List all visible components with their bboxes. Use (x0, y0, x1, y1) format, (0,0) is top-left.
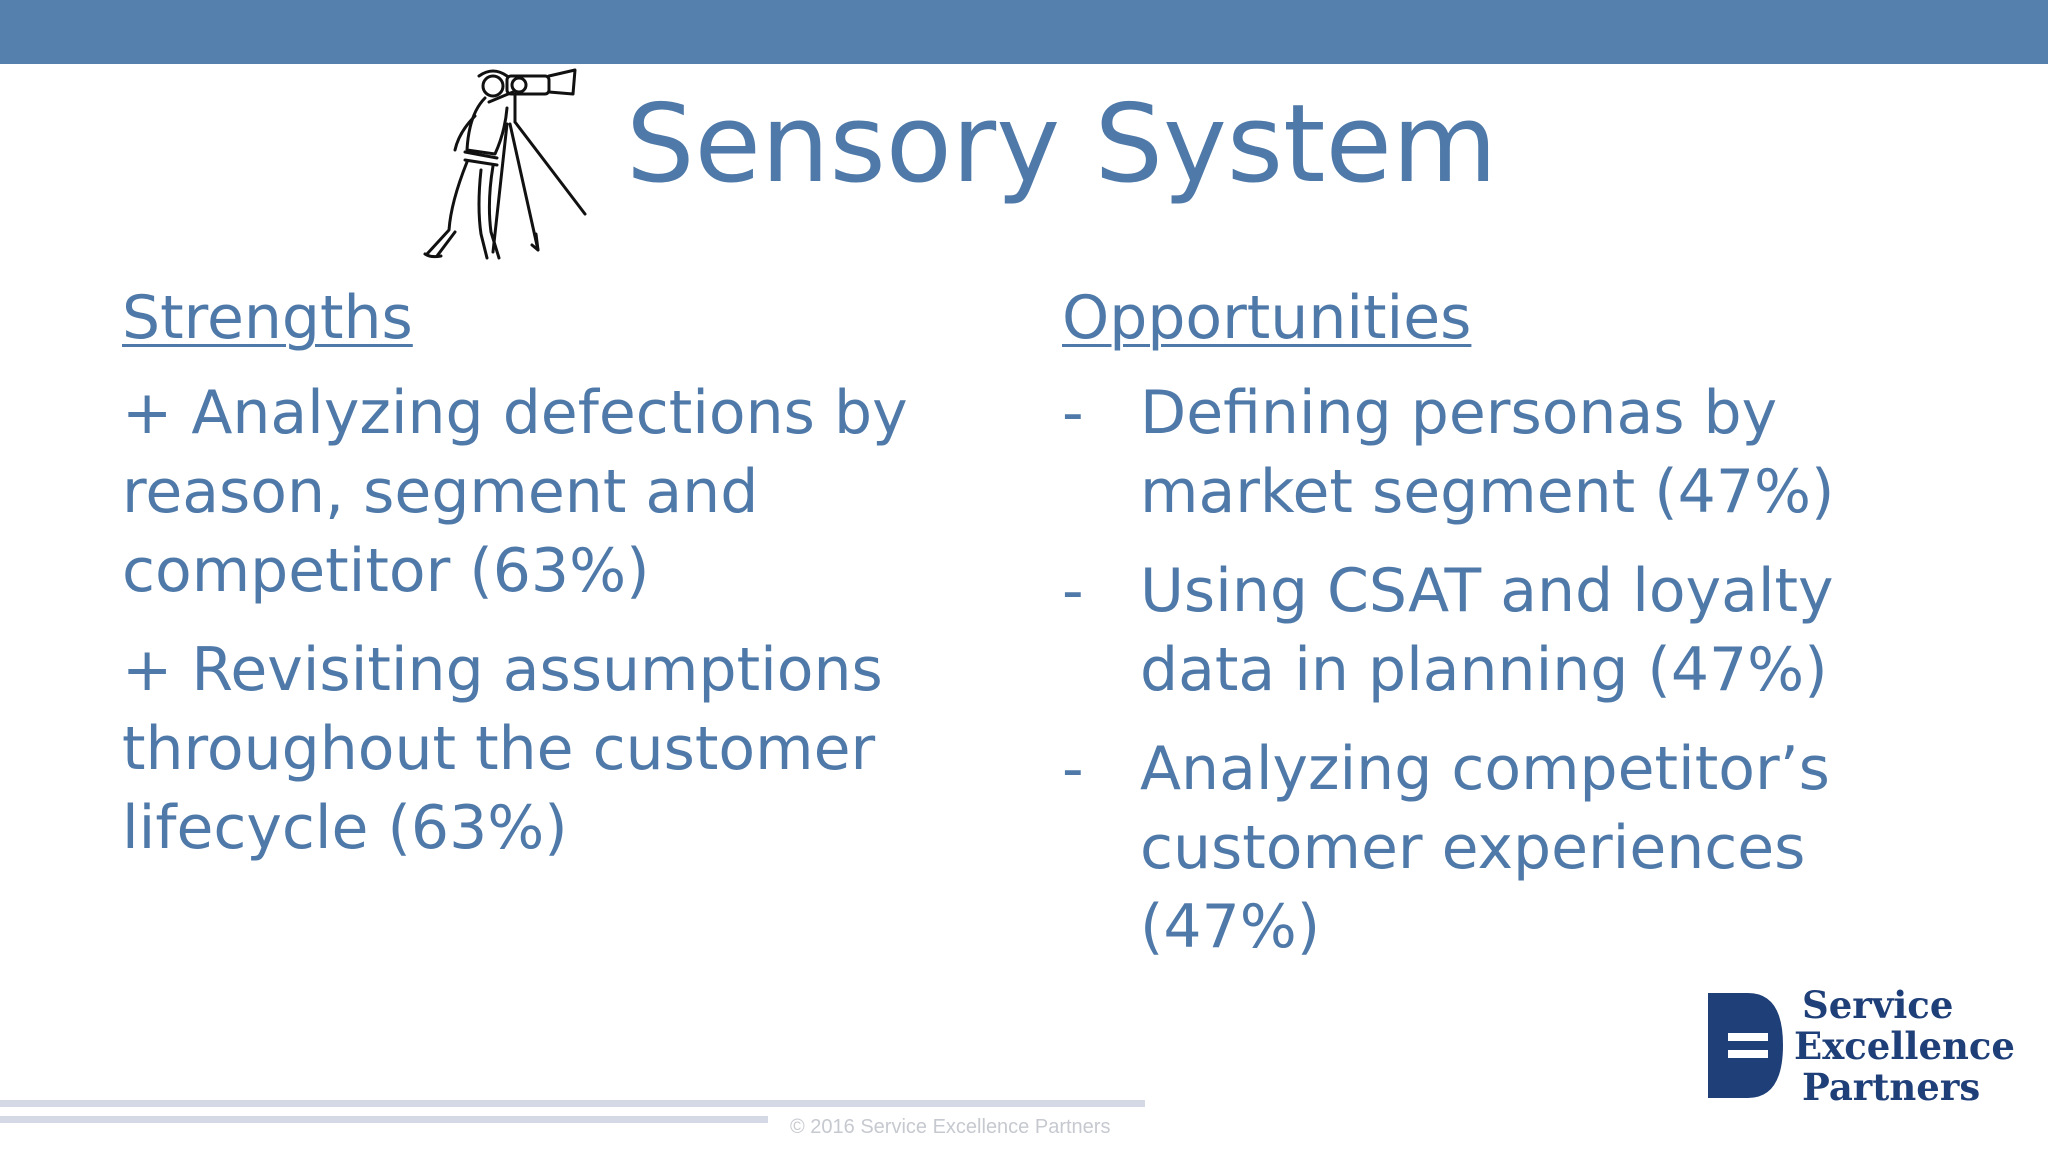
strengths-list: + Analyzing defections by reason, segmen… (122, 374, 922, 888)
opportunity-text: Using CSAT and loyalty data in planning … (1140, 556, 1834, 705)
dash-bullet: - (1062, 556, 1084, 626)
footer-divider (0, 1100, 1145, 1107)
opportunities-heading: Opportunities (1062, 283, 1472, 353)
strengths-heading: Strengths (122, 283, 413, 353)
logo-mark-icon (1708, 993, 1783, 1098)
strength-item: + Analyzing defections by reason, segmen… (122, 378, 908, 606)
strength-item: + Revisiting assumptions throughout the … (122, 635, 883, 863)
opportunities-list: - Defining personas by market segment (4… (1062, 374, 1962, 987)
slide-title: Sensory System (626, 82, 1498, 207)
company-logo: Service Excellence Partners (1708, 985, 2015, 1108)
logo-line: Partners (1802, 1065, 1981, 1109)
logo-line: Excellence (1794, 1024, 2015, 1068)
surveyor-icon (423, 68, 587, 260)
copyright-text: © 2016 Service Excellence Partners (790, 1116, 1111, 1138)
dash-bullet: - (1062, 734, 1084, 804)
footer-divider (0, 1116, 768, 1123)
opportunity-item: - Analyzing competitor’s customer experi… (1062, 730, 1962, 967)
dash-bullet: - (1062, 378, 1084, 448)
opportunity-item: - Using CSAT and loyalty data in plannin… (1062, 552, 1962, 710)
top-accent-bar (0, 0, 2048, 64)
opportunity-text: Defining personas by market segment (47%… (1140, 378, 1835, 527)
logo-line: Service (1802, 983, 1954, 1027)
logo-wordmark: Service Excellence Partners (1794, 985, 2015, 1108)
opportunity-item: - Defining personas by market segment (4… (1062, 374, 1962, 532)
opportunity-text: Analyzing competitor’s customer experien… (1140, 734, 1830, 962)
